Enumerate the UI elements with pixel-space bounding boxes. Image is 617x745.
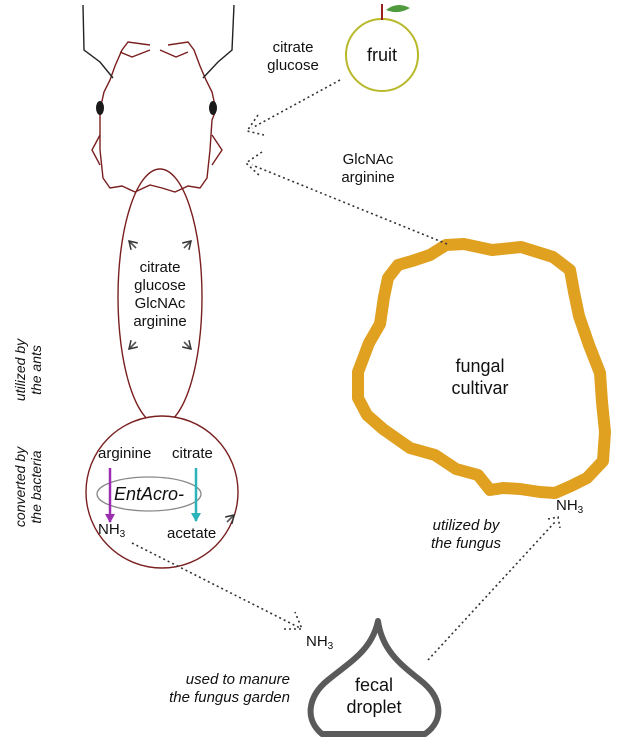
gaster-nutrient-citrate: citrate	[139, 259, 181, 276]
fungus-utilization-line1: utilized by	[432, 517, 500, 534]
fecal-droplet-label: fecal droplet	[334, 674, 414, 718]
fungus-utilization-line2: the fungus	[430, 535, 502, 552]
fungus-nutrient-glcnac: GlcNAc	[342, 151, 394, 168]
nh3-droplet-sub: 3	[327, 641, 334, 652]
manure-label: used to manure the fungus garden	[150, 671, 290, 707]
side-label-utilized-line1: utilized by	[12, 338, 28, 402]
fungal-cultivar-line2: cultivar	[451, 378, 509, 398]
side-label-converted-line2: the bacteria	[28, 450, 44, 524]
gaster-nutrient-glucose: glucose	[134, 277, 186, 294]
flow-paths	[131, 79, 556, 661]
flow-droplet-to-fungus	[427, 521, 556, 661]
ant-eye-right	[209, 101, 217, 115]
fungal-cultivar-outline	[352, 238, 611, 499]
side-label-converted-by-bacteria: converted by the bacteria	[12, 432, 46, 542]
fungus-nutrient-arginine: arginine	[341, 169, 395, 186]
fruit-leaf	[386, 4, 410, 13]
manure-line2: the fungus garden	[169, 689, 290, 706]
fungal-cultivar-label: fungal cultivar	[430, 355, 530, 399]
citrate-label: citrate	[172, 445, 213, 462]
arrowhead-fungus-nh3	[547, 516, 561, 529]
gaster-nutrients-label: citrate glucose GlcNAc arginine	[120, 259, 200, 331]
flow-fruit-to-ant	[251, 79, 341, 129]
manure-line1: used to manure	[185, 671, 290, 688]
nh3-droplet-label: NH3	[306, 633, 333, 656]
side-label-utilized-by-ants: utilized by the ants	[12, 320, 46, 420]
side-label-converted-line1: converted by	[12, 446, 28, 528]
fruit-nutrient-citrate: citrate	[272, 39, 314, 56]
fungal-cultivar-line1: fungal	[455, 356, 505, 376]
nh3-bacteria-sub: 3	[119, 529, 126, 540]
ant-head	[91, 41, 223, 193]
fungus-nutrients-label: GlcNAc arginine	[328, 151, 408, 187]
nh3-fungus-base: NH	[556, 497, 578, 514]
fecal-droplet-line2: droplet	[346, 697, 402, 717]
fruit-nutrients-label: citrate glucose	[258, 39, 328, 75]
nh3-fungus-label: NH3	[556, 497, 583, 520]
arrowhead-fungus	[244, 151, 263, 178]
side-label-utilized-line2: the ants	[28, 345, 44, 395]
arrowhead-fruit	[245, 114, 265, 136]
arginine-label: arginine	[98, 445, 152, 462]
flow-arrowheads	[244, 114, 561, 630]
flow-bacteria-to-droplet	[131, 542, 301, 629]
flow-fungus-to-ant	[251, 164, 448, 245]
bacteria-chamber	[85, 415, 239, 569]
gaster-nutrient-glcnac: GlcNAc	[134, 295, 186, 312]
nh3-fungus-sub: 3	[577, 505, 584, 516]
nh3-droplet-base: NH	[306, 633, 328, 650]
bacteria-label: EntAcro-	[113, 484, 185, 504]
fecal-droplet-line1: fecal	[354, 675, 394, 695]
fruit-label: fruit	[366, 45, 397, 65]
ant-eye-left	[96, 101, 104, 115]
gaster-nutrient-arginine: arginine	[133, 313, 187, 330]
fungus-utilization-label: utilized by the fungus	[416, 517, 516, 553]
bacteria-ellipse	[96, 476, 202, 512]
acetate-label: acetate	[167, 525, 217, 542]
fruit-nutrient-glucose: glucose	[267, 57, 319, 74]
nh3-bacteria-label: NH3	[98, 521, 125, 544]
arrowhead-droplet	[284, 611, 304, 630]
nh3-bacteria-base: NH	[98, 521, 120, 538]
fecal-droplet-outline	[307, 618, 442, 737]
ant-antennae	[82, 4, 235, 79]
gaster-arrows	[129, 241, 191, 349]
acetate-out-arrow	[227, 515, 234, 522]
